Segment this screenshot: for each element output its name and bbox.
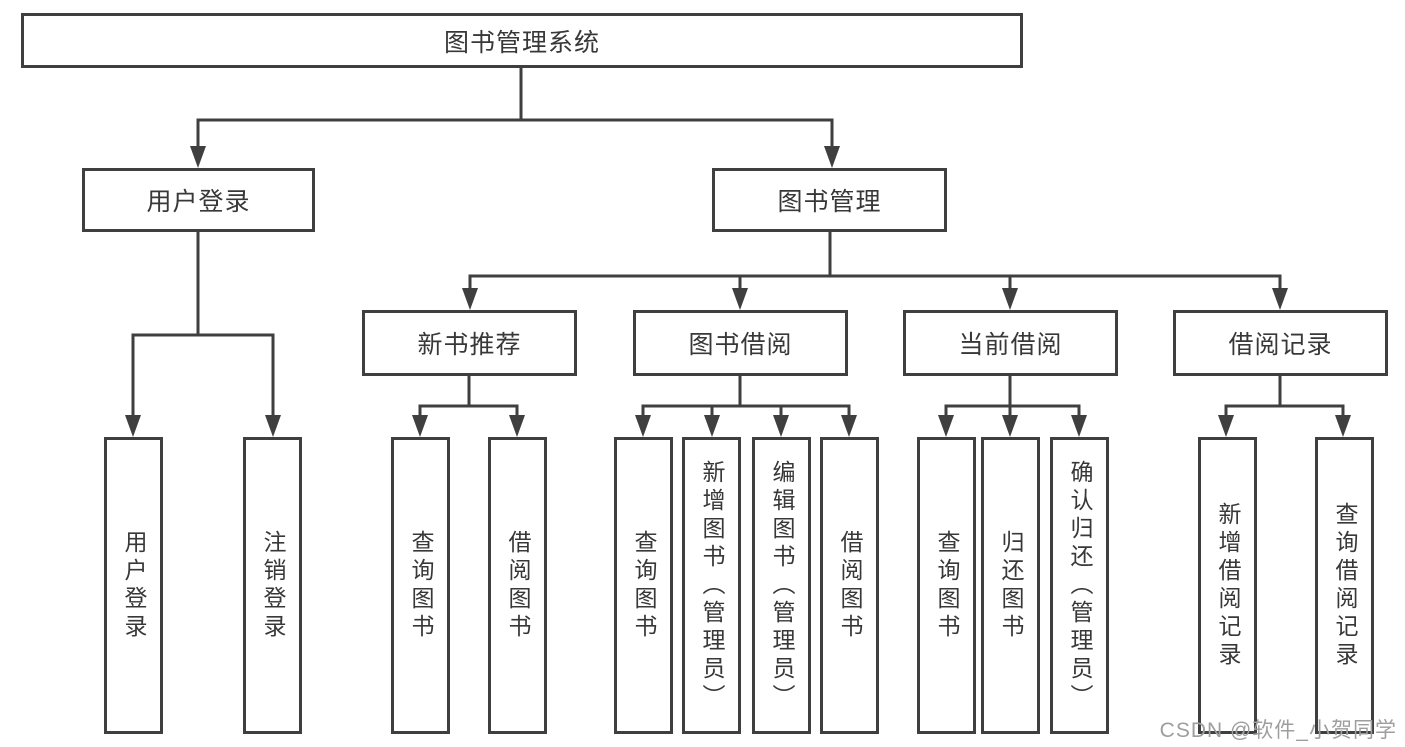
node-current-borrowing: 当前借阅 — [903, 310, 1118, 376]
node-label: 当前借阅 — [958, 331, 1063, 359]
arrowhead — [635, 415, 651, 437]
arrowhead — [509, 415, 525, 437]
node-book-management: 图书管理 — [712, 168, 947, 232]
leaf-query-books-current: 查询图书 — [917, 437, 976, 734]
node-label: 用户登录 — [146, 188, 251, 216]
node-label: 查询图书 — [631, 529, 657, 642]
node-label: 新书推荐 — [417, 331, 522, 359]
arrowhead — [412, 415, 428, 437]
arrowhead — [1002, 288, 1018, 310]
edge-lines — [131, 68, 1345, 421]
leaf-query-borrow-record: 查询借阅记录 — [1315, 437, 1374, 734]
arrowhead — [190, 146, 206, 168]
leaf-edit-books-admin: 编辑图书（管理员） — [752, 437, 811, 734]
node-label: 图书借阅 — [688, 331, 793, 359]
leaf-borrow-books-borrowing: 借阅图书 — [820, 437, 879, 734]
csdn-watermark: CSDN @软件_小贺同学 — [1159, 719, 1397, 742]
node-label: 借阅记录 — [1228, 331, 1333, 359]
node-root-library-system: 图书管理系统 — [21, 13, 1023, 68]
node-label: 确认归还（管理员） — [1067, 459, 1093, 712]
arrowhead — [773, 415, 789, 437]
arrowhead — [462, 288, 478, 310]
leaf-query-books-borrowing: 查询图书 — [614, 437, 673, 734]
arrowhead-icons — [125, 146, 1351, 437]
arrowhead — [824, 146, 840, 168]
leaf-add-borrow-record: 新增借阅记录 — [1198, 437, 1257, 734]
node-user-login: 用户登录 — [82, 168, 315, 232]
node-label: 编辑图书（管理员） — [769, 459, 795, 712]
leaf-query-books: 查询图书 — [391, 437, 450, 734]
node-label: 图书管理系统 — [443, 28, 600, 57]
node-label: 查询借阅记录 — [1332, 501, 1358, 670]
node-label: 查询图书 — [408, 529, 434, 642]
arrowhead — [265, 415, 281, 437]
node-label: 借阅图书 — [505, 529, 531, 642]
node-label: 图书管理 — [777, 188, 882, 216]
node-label: 归还图书 — [998, 529, 1024, 642]
arrowhead — [1218, 415, 1234, 437]
node-label: 用户登录 — [121, 529, 147, 642]
node-book-borrowing: 图书借阅 — [633, 310, 848, 376]
arrowhead — [938, 415, 954, 437]
arrowhead — [1335, 415, 1351, 437]
arrowhead — [841, 415, 857, 437]
node-label: 注销登录 — [260, 529, 286, 642]
leaf-confirm-return-admin: 确认归还（管理员） — [1050, 437, 1109, 734]
leaf-logout-login: 注销登录 — [243, 437, 302, 734]
arrowhead — [1272, 288, 1288, 310]
leaf-return-books: 归还图书 — [981, 437, 1040, 734]
arrowhead — [704, 415, 720, 437]
node-borrowing-records: 借阅记录 — [1173, 310, 1388, 376]
leaf-user-login: 用户登录 — [104, 437, 163, 734]
arrowhead — [125, 415, 141, 437]
arrowhead — [1071, 415, 1087, 437]
arrowhead — [1002, 415, 1018, 437]
node-new-book-recommend: 新书推荐 — [362, 310, 577, 376]
arrowhead — [732, 288, 748, 310]
leaf-add-books-admin: 新增图书（管理员） — [682, 437, 741, 734]
node-label: 新增图书（管理员） — [699, 459, 725, 712]
node-label: 新增借阅记录 — [1215, 501, 1241, 670]
leaf-borrow-books: 借阅图书 — [488, 437, 547, 734]
node-label: 借阅图书 — [837, 529, 863, 642]
node-label: 查询图书 — [934, 529, 960, 642]
